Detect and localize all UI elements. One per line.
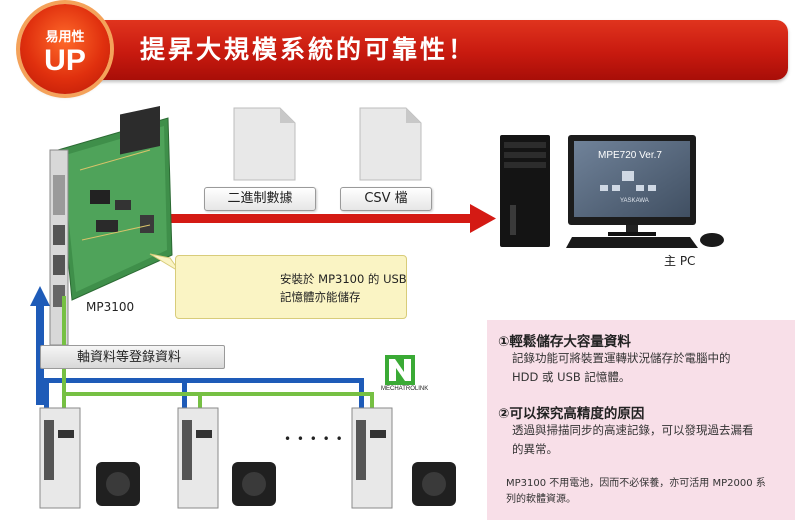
badge-up-text: UP [44,44,86,77]
axis-data-label: 軸資料等登錄資料 [40,345,225,369]
monitor-screen-title: MPE720 Ver.7 [598,150,662,161]
info-text-1b: HDD 或 USB 記憶體。 [512,370,631,384]
servo-amplifier-icon [177,407,219,509]
pc-label: 主 PC [664,254,696,268]
csv-file-label: CSV 檔 [340,187,432,211]
usb-note-line1: 安裝於 MP3100 的 USB [280,272,407,286]
mechatrolink-label: MECHATROLINK [381,386,429,392]
binary-data-label: 二進制數據 [204,187,316,211]
monitor-screen-brand: YASKAWA [620,198,649,204]
ellipsis-dots: • • • • • [284,432,344,446]
info-heading-1: ①輕鬆儲存大容量資料 [498,334,631,350]
title-banner [60,20,788,80]
board-label: MP3100 [86,300,135,314]
info-note-1: MP3100 不用電池，因而不必保養，亦可活用 MP2000 系 [506,478,766,489]
servo-motor-icon [412,462,456,506]
monitor-icon [568,135,696,236]
mouse-icon [700,233,724,247]
servo-motor-icon [232,462,276,506]
badge-subtitle: 易用性 [45,30,85,45]
keyboard-icon [566,237,698,248]
page-title: 提昇大規模系統的可靠性！ [140,35,477,64]
document-icon [233,107,296,181]
info-note-2: 列的軟體資源。 [506,494,576,505]
info-heading-2: ②可以探究高精度的原因 [498,406,645,422]
servo-amplifier-icon [351,407,393,509]
data-transfer-arrow [150,204,496,233]
mechatrolink-logo [385,355,415,385]
up-badge [20,4,110,94]
pc-tower-icon [500,135,550,247]
usb-note-box [175,255,407,319]
info-panel [487,320,795,520]
servo-amplifier-icon [39,407,81,509]
csv-document-icon [359,107,422,181]
servo-motor-icon [96,462,140,506]
info-text-2a: 透過與掃描同步的高速記錄，可以發現過去漏看 [512,423,754,437]
info-text-2b: 的異常。 [512,442,558,456]
usb-note-text: 安裝於 MP3100 的 USB 記憶體亦能儲存 [280,270,407,306]
usb-note-line2: 記憶體亦能儲存 [280,290,361,304]
info-text-1a: 記錄功能可將裝置運轉狀況儲存於電腦中的 [512,351,731,365]
